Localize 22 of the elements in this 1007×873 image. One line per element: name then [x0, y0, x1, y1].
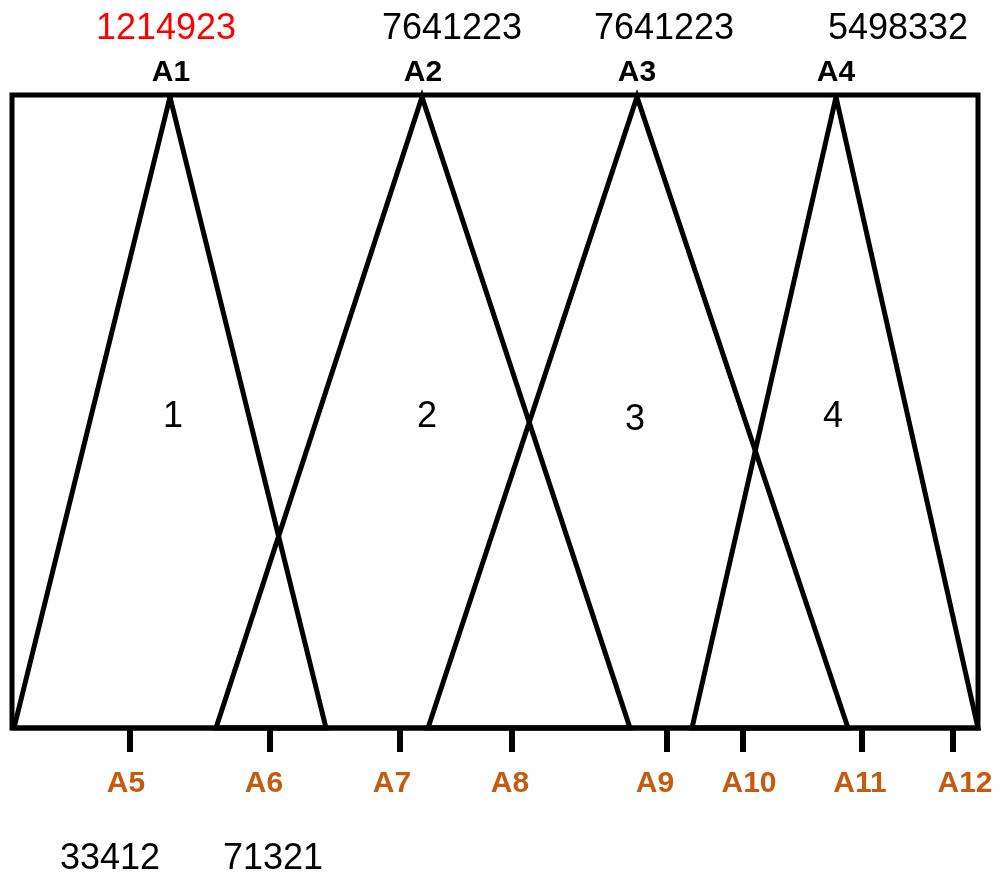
value-label: 5498332	[827, 9, 969, 45]
value-label: 7641223	[593, 9, 735, 45]
peak-label: A2	[403, 56, 443, 86]
peak-label: A3	[617, 56, 657, 86]
axis-tick-label: A5	[106, 767, 146, 797]
value-label: 71321	[222, 839, 324, 873]
peak-label: A4	[816, 56, 856, 86]
triangle-number: 1	[163, 397, 183, 433]
axis-tick-label: A7	[372, 767, 412, 797]
peak-label: A1	[151, 56, 191, 86]
value-label: 33412	[59, 839, 161, 873]
triangle-number: 3	[625, 400, 645, 436]
value-label: 1214923	[95, 9, 237, 45]
triangle-number: 2	[417, 397, 437, 433]
axis-tick-label: A10	[721, 767, 777, 797]
triangle-number: 4	[823, 397, 843, 433]
axis-tick-label: A12	[937, 767, 993, 797]
axis-tick-label: A9	[635, 767, 675, 797]
axis-tick-label: A6	[244, 767, 284, 797]
axis-tick-label: A8	[490, 767, 530, 797]
value-label: 7641223	[381, 9, 523, 45]
axis-tick-label: A11	[833, 767, 887, 797]
